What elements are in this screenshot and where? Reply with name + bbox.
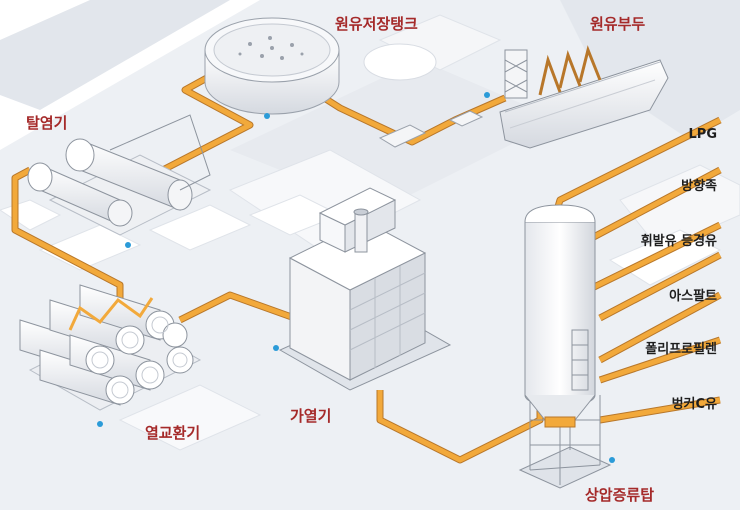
- product-label-gasoline-diesel: 휘발유 등경유: [640, 234, 717, 249]
- label-desalter: 탈염기: [26, 114, 68, 132]
- crude-pier: [378, 45, 669, 149]
- product-label-aromatics: 방향족: [681, 179, 717, 194]
- label-heat-exchanger: 열교환기: [145, 424, 201, 442]
- product-label-bunker-c: 벙커C유: [671, 397, 717, 412]
- crude-storage-tank: [204, 17, 340, 115]
- product-label-asphalt: 아스팔트: [669, 289, 717, 304]
- label-crude-tank: 원유저장탱크: [335, 15, 418, 33]
- furnace-unit: [278, 187, 452, 391]
- product-label-lpg: LPG: [688, 127, 717, 142]
- desalter-unit: [27, 114, 212, 236]
- product-label-polypropylene: 폴리프로필렌: [645, 342, 717, 357]
- label-crude-pier: 원유부두: [590, 15, 646, 33]
- heat-exchanger-bank: [19, 284, 202, 411]
- valve-markers: [97, 92, 615, 463]
- distillation-tower: [518, 204, 612, 489]
- label-furnace: 가열기: [290, 407, 332, 425]
- label-distillation-tower: 상압증류탑: [585, 486, 655, 504]
